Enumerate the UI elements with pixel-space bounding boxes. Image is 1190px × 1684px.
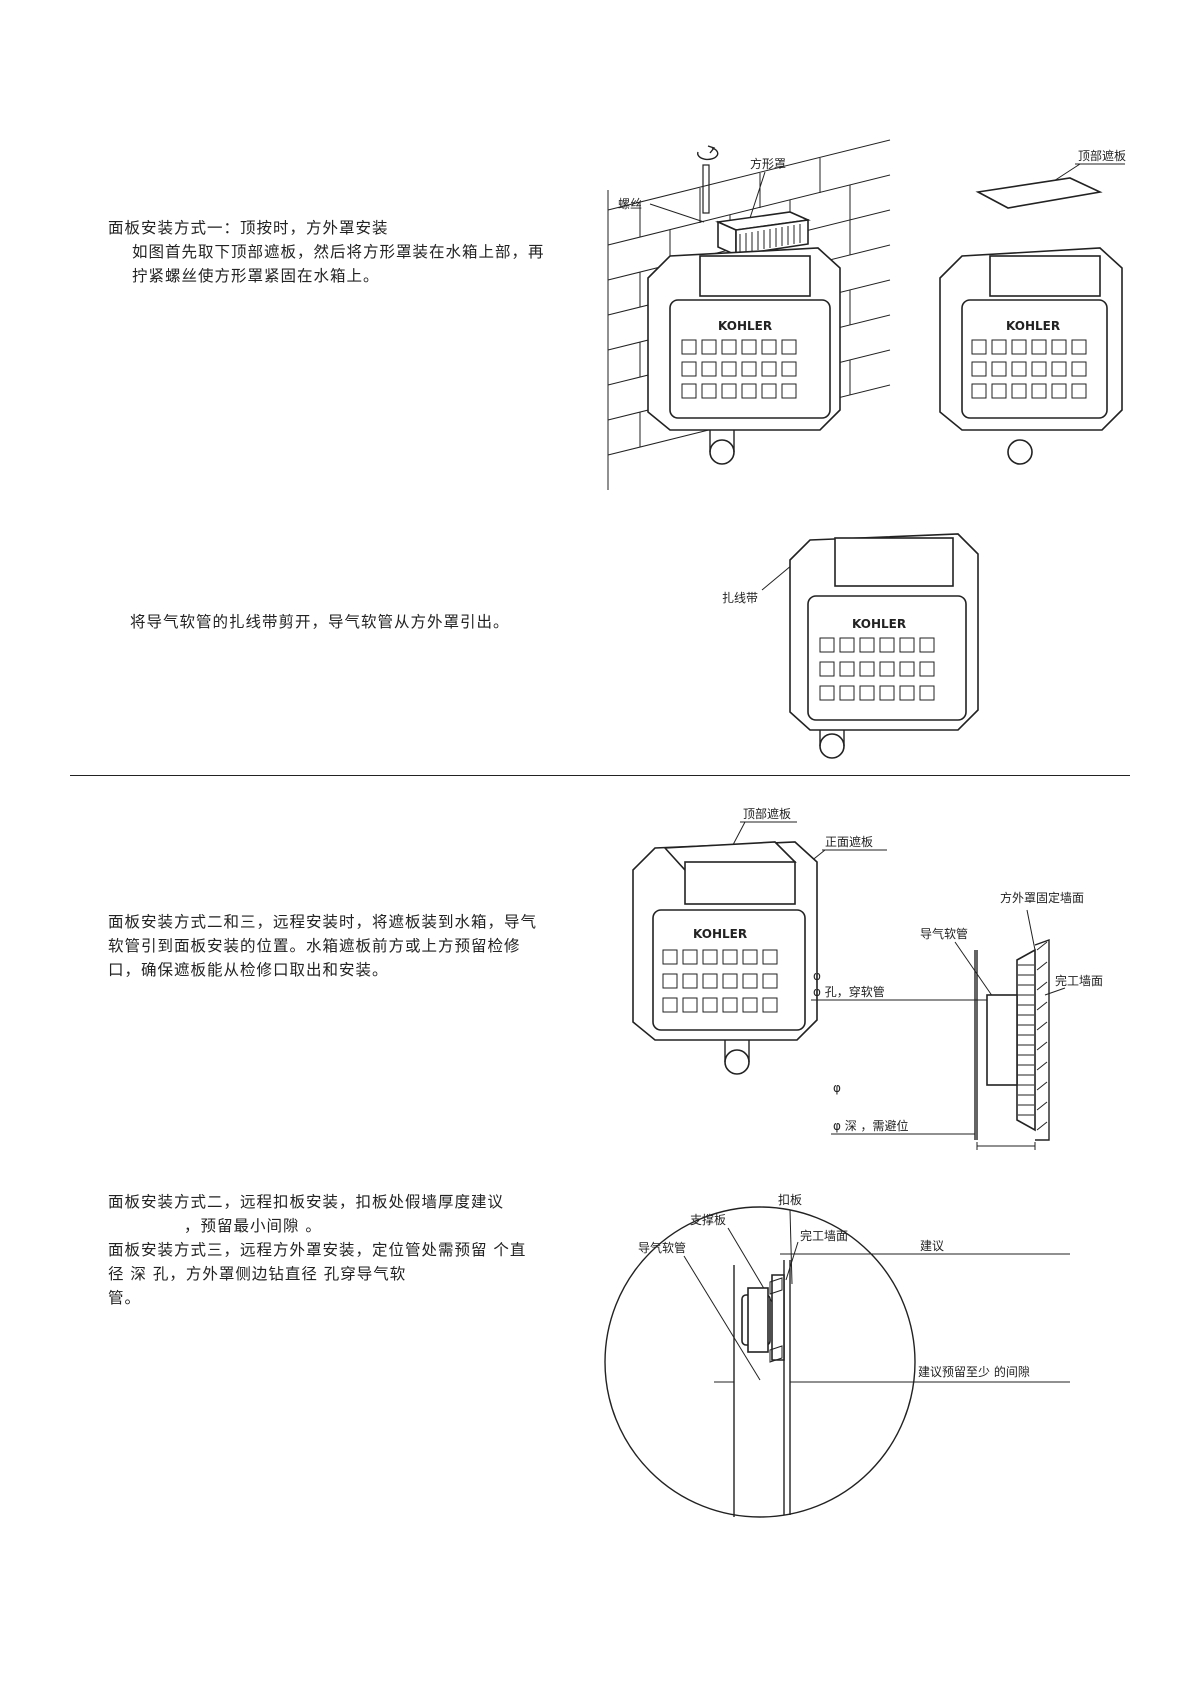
label-gap: 建议预留至少 的间隙: [918, 1364, 1030, 1379]
section4-line1: 面板安装方式二，远程扣板安装，扣板处假墙厚度建议: [108, 1193, 505, 1211]
label-air-hose-3: 导气软管: [920, 926, 968, 941]
figure-cistern-wall: KOHLER 方形罩 螺丝 顶部遮板 KOHLER: [607, 139, 1126, 490]
label-depth-avoid: φ 深 ，需避位: [833, 1118, 909, 1133]
section-divider: [70, 775, 1130, 776]
cistern-3: KOHLER: [789, 533, 979, 759]
label-finished-wall-4: 完工墙面: [800, 1228, 848, 1243]
section1-heading: 面板安装方式一：顶按时，方外罩安装: [108, 219, 389, 237]
section1-line1: 如图首先取下顶部遮板，然后将方形罩装在水箱上部，再: [132, 243, 545, 261]
label-top-cover-3: 顶部遮板: [743, 806, 791, 821]
label-front-cover: 正面遮板: [825, 834, 873, 849]
section-view: [974, 909, 1066, 1150]
label-square-cover: 方形罩: [750, 156, 786, 171]
section1-line2: 拧紧螺丝使方形罩紧固在水箱上。: [132, 267, 380, 285]
cistern-2: KOHLER: [939, 247, 1123, 465]
label-suggest: 建议: [920, 1239, 944, 1253]
rotate-arrow-icon: [697, 147, 719, 161]
figure-plate-detail: 扣板 支撑板 完工墙面 导气软管 建议 建议预留至少 的间隙: [604, 1193, 1070, 1518]
section3-text: 面板安装方式二和三，远程安装时，将遮板装到水箱，导气 软管引到面板安装的位置。水…: [108, 910, 537, 982]
label-support: 支撑板: [690, 1212, 726, 1227]
section3-line2: 软管引到面板安装的位置。水箱遮板前方或上方预留检修: [108, 937, 521, 955]
brand-logo-2: KOHLER: [1006, 319, 1060, 333]
label-top-cover: 顶部遮板: [1078, 148, 1126, 163]
section4-text: 面板安装方式二，远程扣板安装，扣板处假墙厚度建议 ，预留最小间隙 。 面板安装方…: [108, 1190, 526, 1310]
cistern-4: KOHLER: [632, 841, 818, 1075]
screw-icon: [702, 164, 710, 214]
label-finished-wall-3: 完工墙面: [1055, 973, 1103, 988]
square-cover: [715, 211, 811, 257]
section2-text: 将导气软管的扎线带剪开，导气软管从方外罩引出。: [130, 610, 510, 634]
detail-circle: [604, 1206, 916, 1518]
brand-logo-1: KOHLER: [718, 319, 772, 333]
label-hole-hose: φ 孔，穿软管: [813, 984, 885, 999]
label-phi1: φ: [813, 969, 821, 983]
section1-text: 面板安装方式一：顶按时，方外罩安装 如图首先取下顶部遮板，然后将方形罩装在水箱上…: [108, 216, 545, 288]
label-phi2: φ: [833, 1081, 841, 1095]
label-cover-wall: 方外罩固定墙面: [1000, 890, 1084, 905]
section3-line3: 口，确保遮板能从检修口取出和安装。: [108, 961, 389, 979]
section4-line5: 管。: [108, 1289, 142, 1307]
section4-line2: ，预留最小间隙 。: [184, 1217, 322, 1235]
section4-line4: 径 深 孔，方外罩侧边钻直径 孔穿导气软: [108, 1265, 407, 1283]
label-plate: 扣板: [778, 1193, 802, 1207]
brand-logo-4: KOHLER: [693, 927, 747, 941]
label-air-hose-4: 导气软管: [638, 1240, 686, 1255]
top-cover-plate: [975, 177, 1103, 209]
section4-line3: 面板安装方式三，远程方外罩安装，定位管处需预留 个直: [108, 1241, 527, 1259]
figure-cistern-cable-tie: 扎线带 KOHLER: [722, 533, 979, 759]
cistern-1: KOHLER: [647, 247, 841, 465]
section2-line: 将导气软管的扎线带剪开，导气软管从方外罩引出。: [130, 613, 510, 631]
section3-line1: 面板安装方式二和三，远程安装时，将遮板装到水箱，导气: [108, 913, 538, 931]
label-cable-tie: 扎线带: [722, 591, 758, 605]
detail-section: [733, 1260, 791, 1517]
figure-remote-install: 顶部遮板 正面遮板 KOHLER 方外罩固定墙面 导气软管 完工墙面 φ φ 孔…: [632, 806, 1103, 1150]
brand-logo-3: KOHLER: [852, 617, 906, 631]
label-screw: 螺丝: [618, 197, 642, 211]
button-grid-1: [681, 339, 797, 399]
